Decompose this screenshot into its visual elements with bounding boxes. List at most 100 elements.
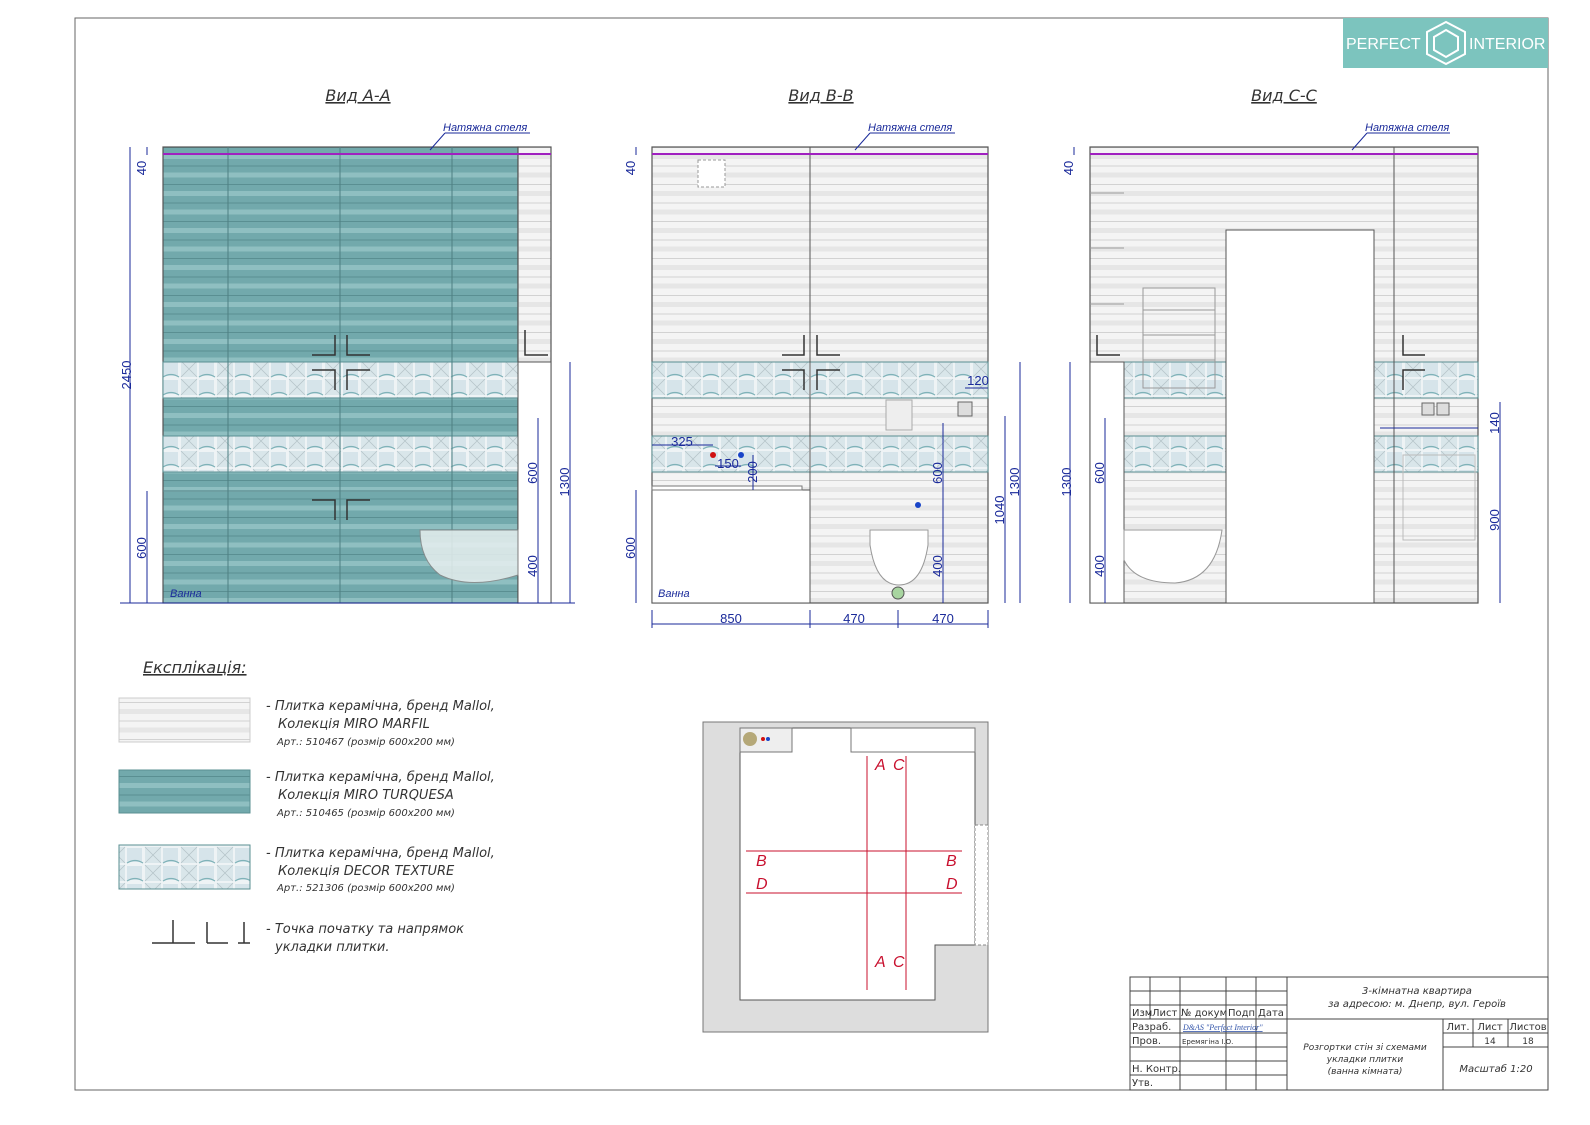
label: Еремягіна І.О. <box>1182 1038 1233 1046</box>
socket-icon <box>957 401 973 417</box>
view-a-a: Вид А-А Натяжна стеля Ванна 2450 40 600 … <box>119 86 575 604</box>
label: Лит. <box>1446 1022 1469 1033</box>
label: 400 <box>1092 555 1107 577</box>
tile-start-arrows <box>312 330 548 520</box>
label: 2450 <box>119 361 134 390</box>
label: 850 <box>720 611 742 626</box>
label: Колекція MIRO TURQUESA <box>278 788 454 803</box>
label: 18 <box>1522 1037 1534 1047</box>
label: 150 <box>717 456 739 471</box>
label: Лист <box>1152 1008 1178 1019</box>
label: Натяжна стеля <box>443 122 527 134</box>
label: 120 <box>967 373 989 388</box>
label: Натяжна стеля <box>868 122 952 134</box>
view-title: Вид А-А <box>325 86 390 105</box>
vent-hatch <box>697 159 726 188</box>
view-c-c: Вид С-С Натяжна стеля 40 1300 600 400 14… <box>1059 86 1502 604</box>
label: 14 <box>1484 1037 1496 1047</box>
flush-plate <box>885 399 913 431</box>
label: Арт.: 510467 (розмір 600x200 мм) <box>276 736 455 748</box>
label: - Плитка керамічна, бренд Mallol, <box>266 770 495 785</box>
label: - Точка початку та напрямок <box>266 922 464 937</box>
label: 600 <box>1092 462 1107 484</box>
label: Арт.: 521306 (розмір 600x200 мм) <box>276 882 455 894</box>
label: 1300 <box>557 468 572 497</box>
legend: Експлікація: - Плитка керамічна, бренд M… <box>118 658 495 955</box>
socket-icon <box>1421 402 1435 416</box>
label: 470 <box>843 611 865 626</box>
doorway <box>1225 229 1375 604</box>
label: - Плитка керамічна, бренд Mallol, <box>266 699 495 714</box>
label: Пров. <box>1132 1036 1161 1047</box>
cube-logo-icon <box>1426 20 1466 66</box>
label: Масштаб 1:20 <box>1459 1063 1532 1075</box>
label: укладки плитки. <box>274 940 390 955</box>
label: A <box>874 954 886 971</box>
label: INTERIOR <box>1469 36 1545 53</box>
view-title: Вид В-В <box>788 86 853 105</box>
label: Колекція MIRO MARFIL <box>278 717 430 732</box>
label: 40 <box>134 161 149 175</box>
label: Н. Контр. <box>1132 1064 1181 1075</box>
label: Арт.: 510465 (розмір 600x200 мм) <box>276 807 455 819</box>
label: 140 <box>1487 412 1502 434</box>
swatch-miro-marfil <box>118 697 251 743</box>
bathtub <box>419 529 519 583</box>
company-logo: PERFECT INTERIOR <box>1343 18 1548 68</box>
label: 40 <box>1061 161 1076 175</box>
label: укладки плитки <box>1326 1055 1404 1065</box>
bathtub <box>651 489 811 604</box>
label: 900 <box>1487 509 1502 531</box>
label: 600 <box>623 537 638 559</box>
label: D <box>756 876 768 893</box>
label: Изм <box>1132 1008 1152 1019</box>
washing-machine <box>1402 454 1476 541</box>
label: Лист <box>1477 1022 1503 1033</box>
label: 600 <box>134 537 149 559</box>
sheet-frame <box>74 17 1549 1091</box>
towel-rail <box>1142 287 1216 389</box>
view-b-b: Вид В-В Натяжна стеля Ванна 40 600 850 4… <box>623 86 1022 628</box>
label: 600 <box>525 462 540 484</box>
drain-point <box>891 586 905 600</box>
label: 470 <box>932 611 954 626</box>
label: C <box>893 757 905 774</box>
label: Подп <box>1228 1008 1255 1019</box>
label: 40 <box>623 161 638 175</box>
label: Утв. <box>1132 1078 1153 1089</box>
label: C <box>893 954 905 971</box>
label: Натяжна стеля <box>1365 122 1449 134</box>
label: - Плитка керамічна, бренд Mallol, <box>266 846 495 861</box>
label: Дата <box>1258 1008 1284 1019</box>
label: 1300 <box>1059 468 1074 497</box>
label: 200 <box>745 461 760 483</box>
legend-title: Експлікація: <box>143 658 247 677</box>
label: (ванна кімната) <box>1328 1067 1403 1077</box>
label: Ванна <box>658 588 690 600</box>
label: Розгортки стін зі схемами <box>1303 1043 1427 1053</box>
label: Разраб. <box>1132 1022 1171 1033</box>
view-title: Вид С-С <box>1251 86 1317 105</box>
label: D <box>946 876 958 893</box>
tile-start-arrow-icons <box>152 920 250 944</box>
label: 1300 <box>1007 468 1022 497</box>
label: Ванна <box>170 588 202 600</box>
label: 400 <box>525 555 540 577</box>
swatch-decor-texture <box>118 844 251 890</box>
label: 1040 <box>992 496 1007 525</box>
toilet <box>869 529 929 586</box>
swatch-miro-turquesa <box>118 769 251 814</box>
label: B <box>756 853 767 870</box>
label: № докум <box>1181 1008 1227 1019</box>
label: 325 <box>671 434 693 449</box>
label: 3-кімнатна квартира <box>1362 985 1472 997</box>
socket-icon <box>1436 402 1450 416</box>
label: PERFECT <box>1346 36 1421 53</box>
label: D&AS "Perfect Interior" <box>1182 1023 1263 1032</box>
label: B <box>946 853 957 870</box>
label: 600 <box>930 462 945 484</box>
label: Колекція DECOR TEXTURE <box>278 864 455 879</box>
label: за адресою: м. Днепр, вул. Героїв <box>1328 999 1506 1010</box>
